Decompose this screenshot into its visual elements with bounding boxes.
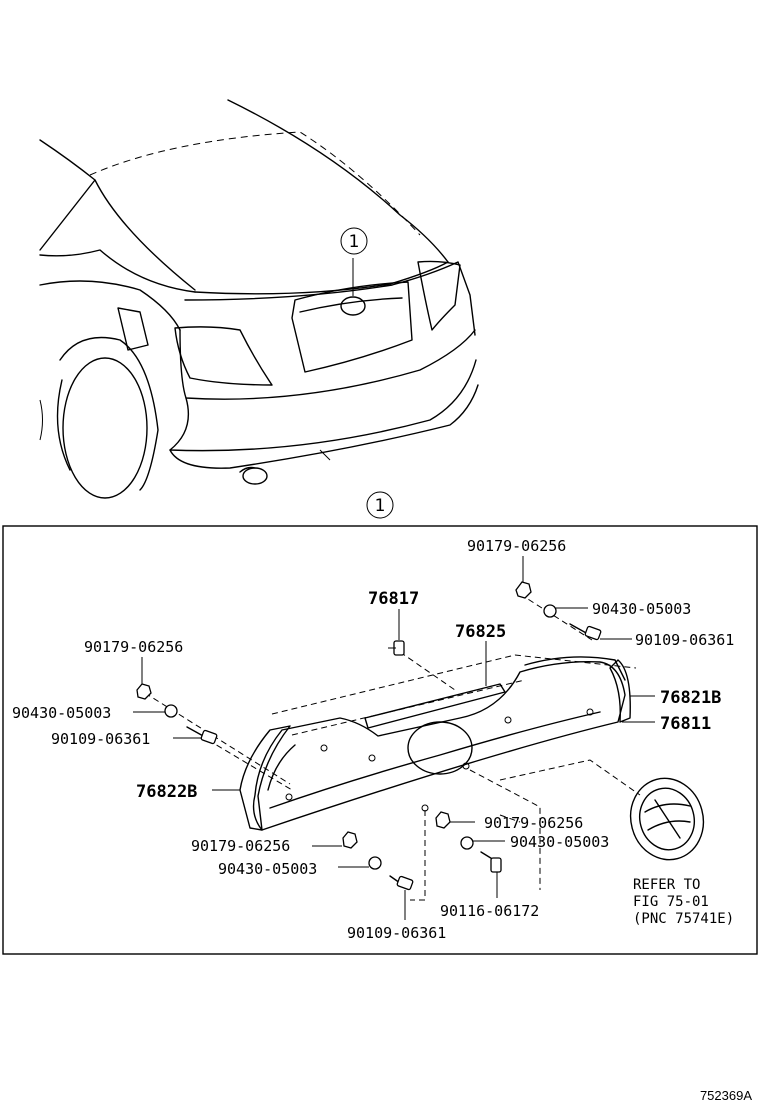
refer-note: REFER TO FIG 75-01 (PNC 75741E) bbox=[633, 877, 734, 927]
refer-note-line-1: REFER TO bbox=[633, 877, 700, 893]
label-90109-06361-left: 90109-06361 bbox=[51, 730, 150, 748]
refer-note-line-2: FIG 75-01 bbox=[633, 894, 709, 910]
detail-marker: 1 bbox=[375, 496, 386, 516]
label-76821b: 76821B bbox=[660, 688, 721, 708]
garnish-assembly bbox=[239, 654, 637, 831]
label-90430-05003-bottom-left: 90430-05003 bbox=[218, 860, 317, 878]
label-90430-05003-left: 90430-05003 bbox=[12, 704, 111, 722]
refer-note-line-3: (PNC 75741E) bbox=[633, 911, 734, 927]
assembly-dash-lines bbox=[144, 593, 641, 901]
part-labels: 90179-06256 90430-05003 90109-06361 7681… bbox=[12, 537, 734, 942]
label-90116-06172: 90116-06172 bbox=[440, 902, 539, 920]
label-76822b: 76822B bbox=[136, 782, 197, 802]
label-90430-05003-bottom-mid: 90430-05003 bbox=[510, 833, 609, 851]
label-90109-06361-top: 90109-06361 bbox=[635, 631, 734, 649]
label-90179-06256-bottom-mid: 90179-06256 bbox=[484, 814, 583, 832]
label-76825: 76825 bbox=[455, 622, 506, 642]
label-leaders bbox=[133, 556, 655, 920]
fasteners bbox=[136, 581, 602, 891]
figure-code: 752369A bbox=[700, 1088, 752, 1103]
emblem-part bbox=[629, 777, 705, 861]
label-90109-06361-bottom-left: 90109-06361 bbox=[347, 924, 446, 942]
detail-frame bbox=[2, 525, 758, 955]
label-76817: 76817 bbox=[368, 589, 419, 609]
label-90430-05003-top: 90430-05003 bbox=[592, 600, 691, 618]
callout-marker: 1 bbox=[349, 232, 360, 252]
vehicle-rear-view: 1 bbox=[39, 99, 479, 499]
label-90179-06256-left: 90179-06256 bbox=[84, 638, 183, 656]
label-76811: 76811 bbox=[660, 714, 711, 734]
label-90179-06256-bottom-left: 90179-06256 bbox=[191, 837, 290, 855]
label-90179-06256-top: 90179-06256 bbox=[467, 537, 566, 555]
